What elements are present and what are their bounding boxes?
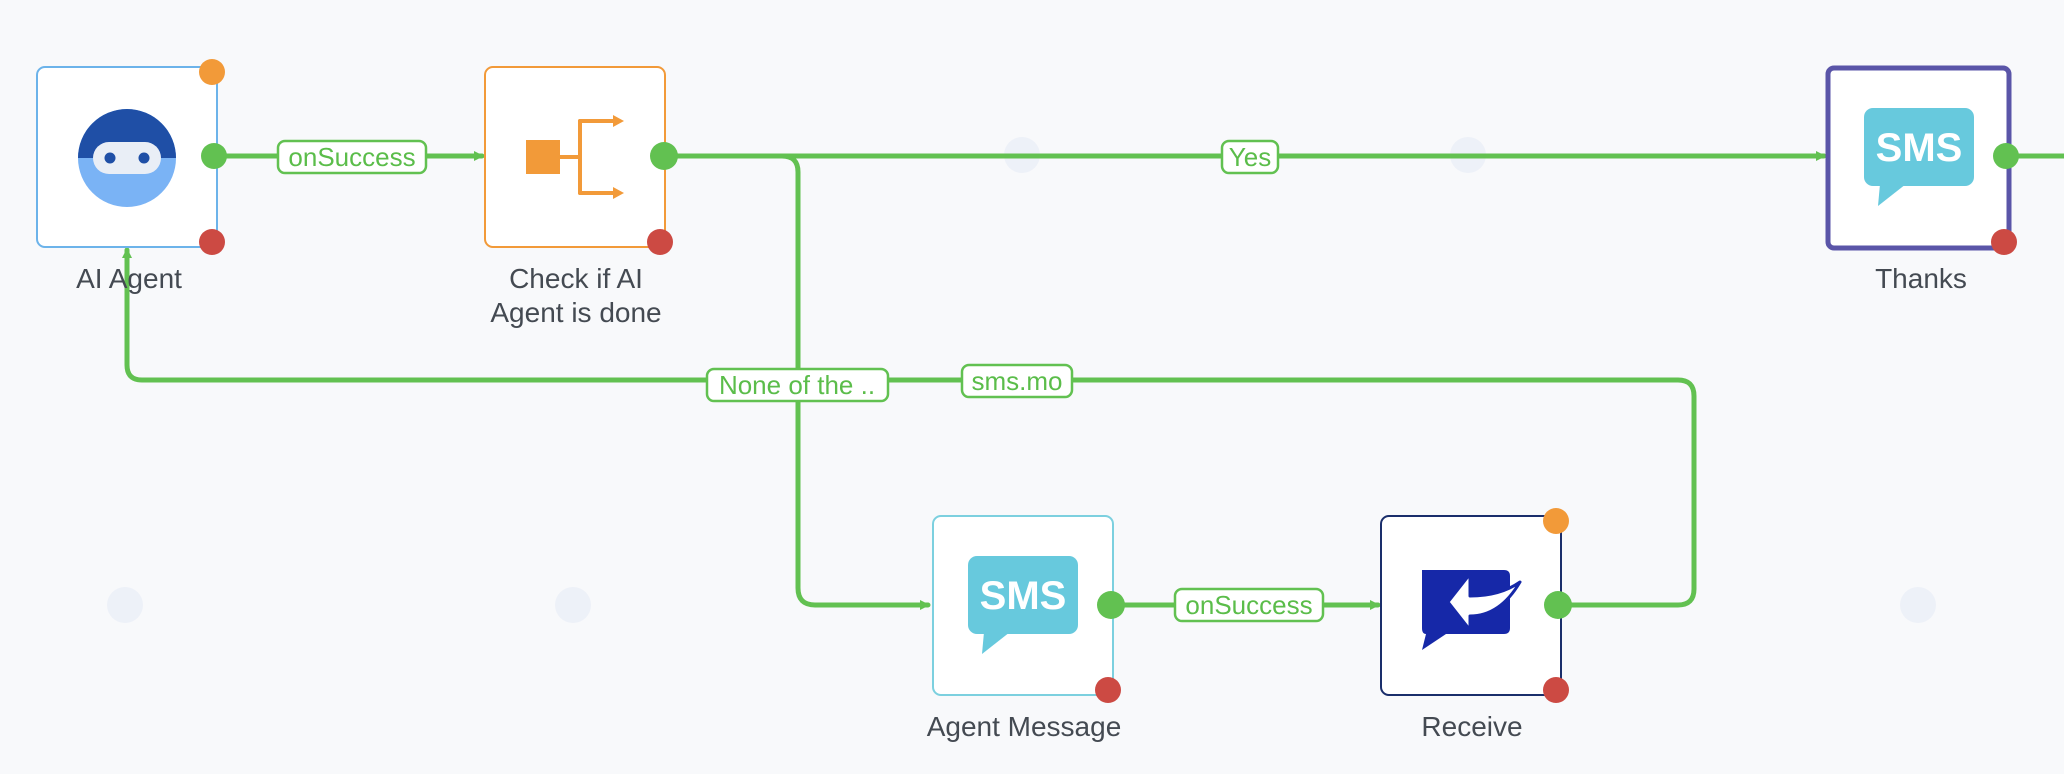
port-success[interactable] (650, 142, 678, 170)
edge-label-check-to-thanks[interactable]: Yes (1220, 139, 1280, 175)
node-label: Receive (1421, 711, 1522, 742)
sms-icon-text: SMS (980, 574, 1067, 618)
node-label: AI Agent (76, 263, 182, 294)
branch-icon (526, 115, 624, 199)
reply-icon (1422, 570, 1522, 650)
port-warning[interactable] (199, 59, 225, 85)
sms-icon-text: SMS (1876, 126, 1963, 170)
port-success[interactable] (1097, 591, 1125, 619)
port-success[interactable] (1993, 143, 2019, 169)
node-receive[interactable]: Receive (1380, 515, 1562, 742)
port-error[interactable] (1543, 677, 1569, 703)
edge-label-receive-to-ai[interactable]: sms.mo (960, 363, 1074, 399)
port-error[interactable] (647, 229, 673, 255)
node-check-if-ai-agent-is-done[interactable]: Check if AI Agent is done (484, 66, 666, 328)
edge-label-text: sms.mo (972, 366, 1063, 396)
edge-label-ai-to-check[interactable]: onSuccess (276, 139, 428, 175)
node-label-line-1: Check if AI (509, 263, 643, 294)
node-label: Agent Message (927, 711, 1122, 742)
sms-icon: SMS (968, 556, 1078, 654)
node-label-line-2: Agent is done (490, 297, 661, 328)
port-success[interactable] (201, 143, 227, 169)
edge-receive-to-ai[interactable] (122, 247, 1697, 608)
edge-label-agent-message-to-receive[interactable]: onSuccess (1173, 587, 1325, 623)
node-agent-message[interactable]: SMS Agent Message (927, 515, 1122, 742)
node-thanks[interactable]: SMS Thanks (1825, 65, 2012, 294)
robot-icon (78, 109, 176, 207)
node-ai-agent[interactable]: AI Agent (36, 66, 218, 294)
sms-icon: SMS (1864, 108, 1974, 206)
edge-label-text: Yes (1229, 142, 1271, 172)
port-error[interactable] (1095, 677, 1121, 703)
node-label: Thanks (1875, 263, 1967, 294)
edge-label-text: onSuccess (288, 142, 415, 172)
edge-label-text: None of the .. (719, 370, 875, 400)
port-success[interactable] (1544, 591, 1572, 619)
edge-label-check-to-agent-message[interactable]: None of the .. (705, 367, 890, 403)
port-error[interactable] (1991, 229, 2017, 255)
port-error[interactable] (199, 229, 225, 255)
canvas-grid-dots (107, 137, 1936, 623)
edge-label-text: onSuccess (1185, 590, 1312, 620)
port-warning[interactable] (1543, 508, 1569, 534)
